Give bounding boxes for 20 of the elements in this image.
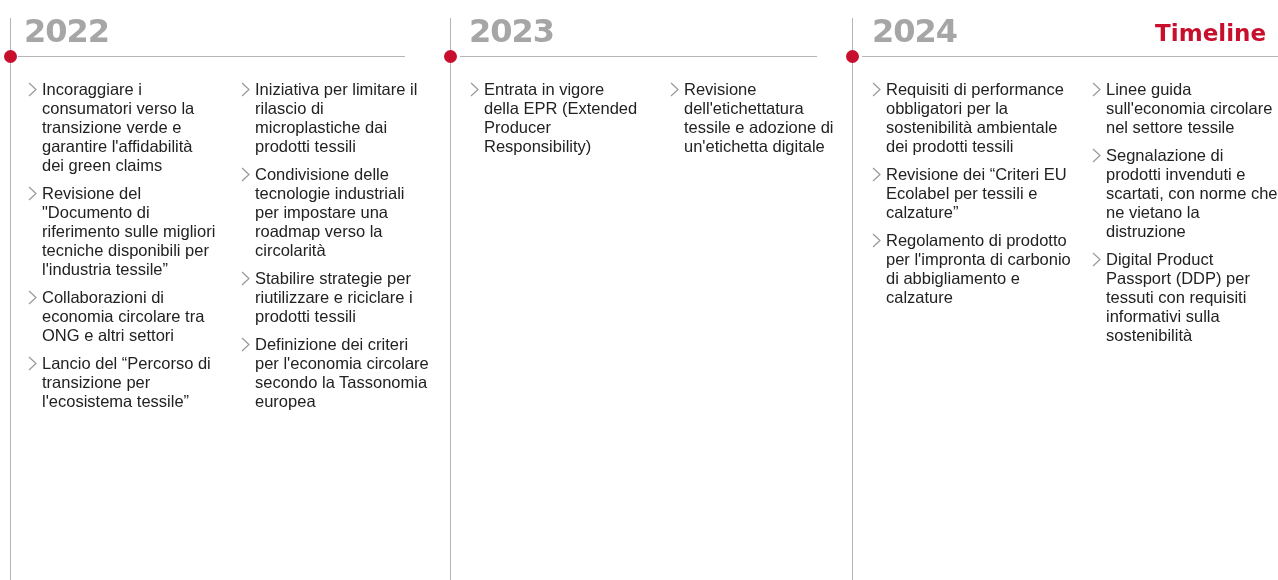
- list-item: Condivisione delle tecnologie industriali per impostare una roadmap verso la circolarità: [255, 165, 406, 260]
- list-item: Stabilire strategie per riutilizzare e riciclare i prodotti tessili: [255, 269, 414, 326]
- list-item: Entrata in vigore della EPR (Extended Producer Responsibility): [484, 80, 639, 156]
- list-item: Iniziativa per limitare il rilascio di microplastiche dai prodotti tessili: [255, 80, 419, 156]
- list-item: Revisione dei “Criteri EU Ecolabel per tessili e calzature”: [886, 165, 1068, 222]
- year-heading: 2022: [24, 12, 110, 50]
- list-item: Revisione dell'etichettatura tessile e adozione di un'etichetta digitale: [684, 80, 835, 156]
- list-item: Linee guida sull'economia circolare nel settore tessile: [1106, 80, 1274, 137]
- list-item: Lancio del “Percorso di transizione per l'ecosistema tessile”: [42, 354, 212, 411]
- list-item: Incoraggiare i consumatori verso la transizione verde e garantire l'affidabilità dei green claims: [42, 80, 196, 175]
- year-heading: 2024: [872, 12, 958, 50]
- list-item: Revisione del "Documento di riferimento sulle migliori tecniche disponibili per l'industria tessile”: [42, 184, 217, 279]
- title: Timeline: [1155, 20, 1266, 46]
- list-item: Definizione dei criteri per l'economia circolare secondo la Tassonomia europea: [255, 335, 430, 411]
- year-heading: 2023: [469, 12, 555, 50]
- list-item: Regolamento di prodotto per l'impronta di carbonio di abbigliamento e calzature: [886, 231, 1072, 307]
- list-item: Segnalazione di prodotti invenduti e scartati, con norme che ne vietano la distruzione: [1106, 146, 1278, 241]
- list-item: Collaborazioni di economia circolare tra ONG e altri settori: [42, 288, 206, 345]
- list-item: Digital Product Passport (DDP) per tessuti con requisiti informativi sulla sostenibilità: [1106, 250, 1251, 345]
- list-item: Requisiti di performance obbligatori per la sostenibilità ambientale dei prodotti tessili: [886, 80, 1065, 156]
